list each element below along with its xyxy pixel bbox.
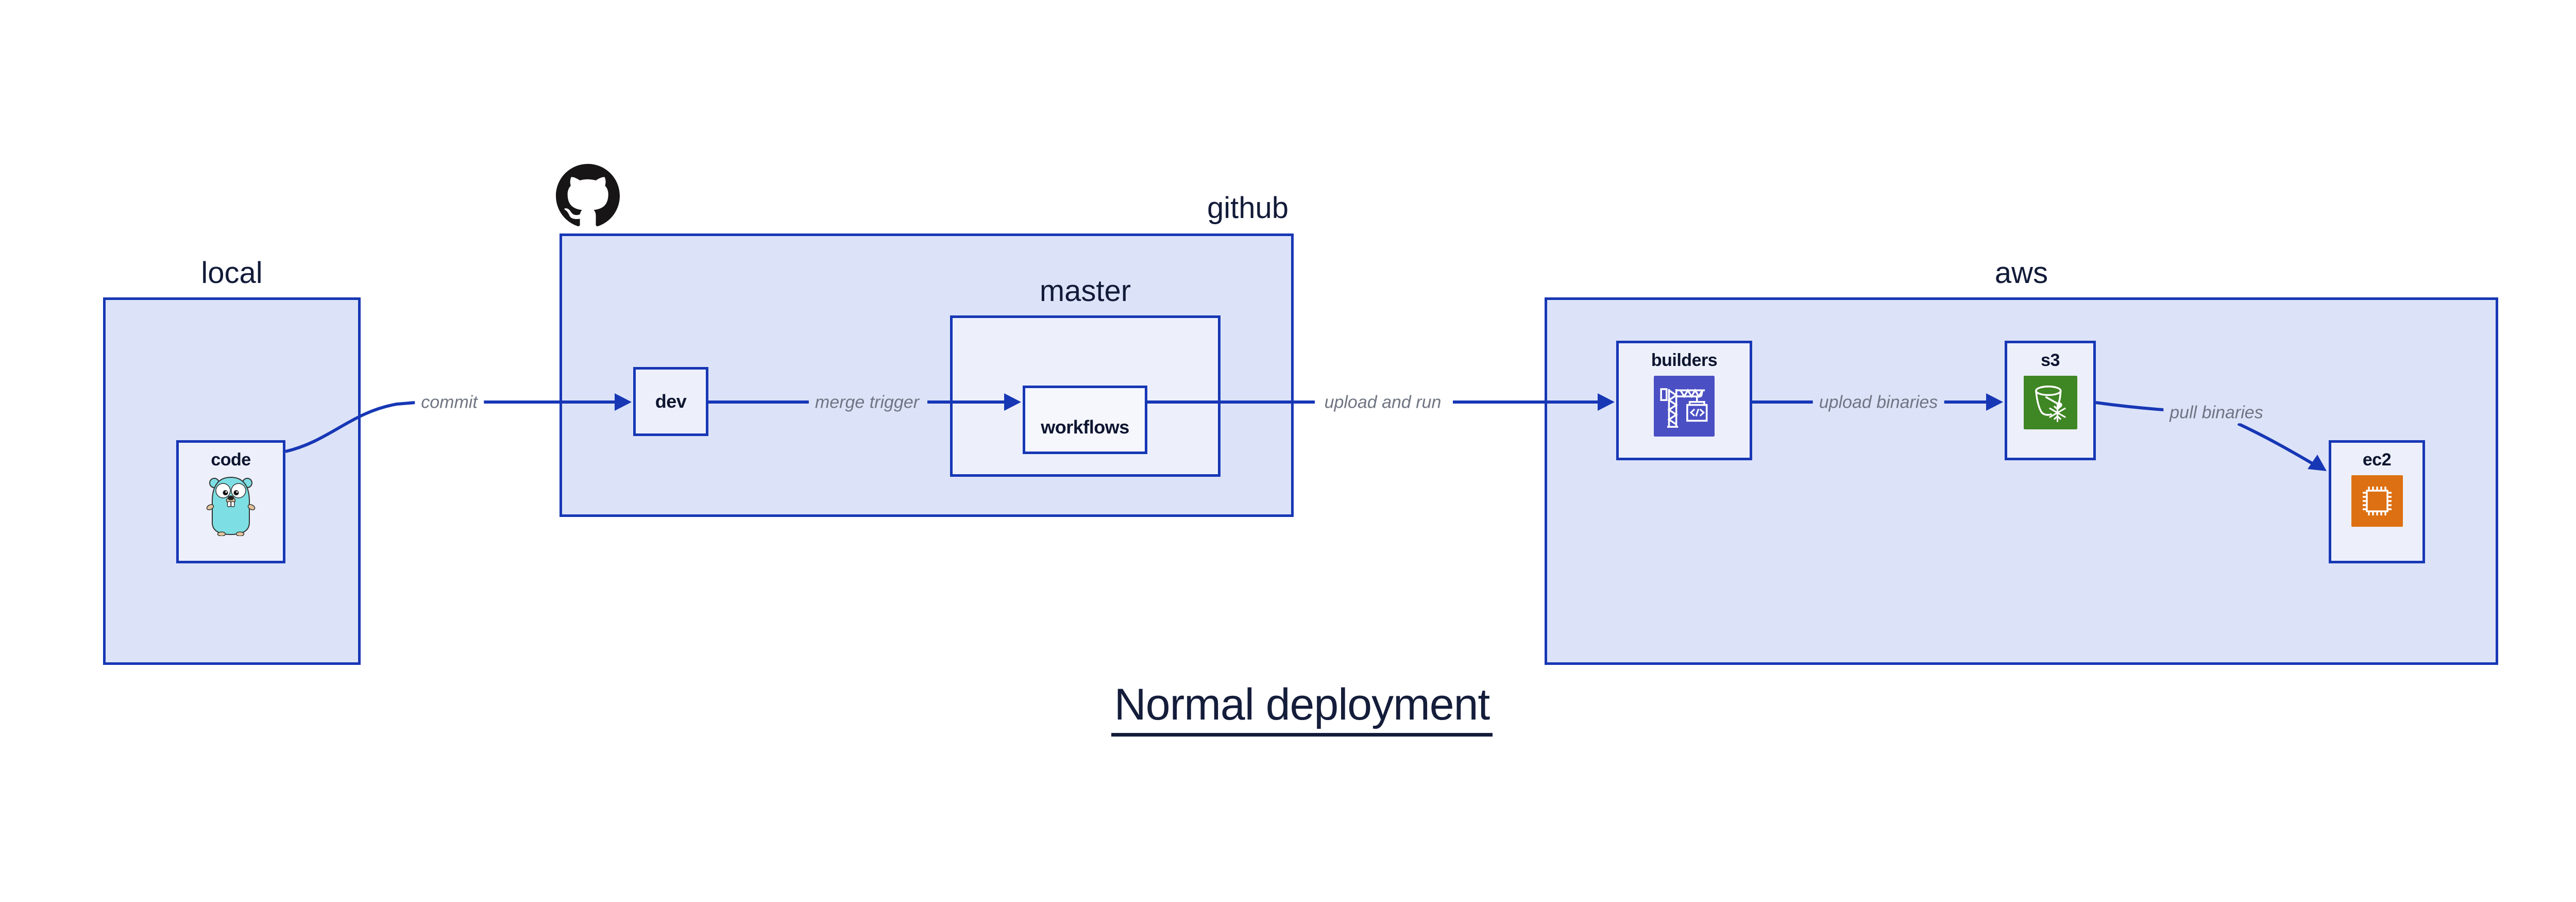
s3-glacier-bucket-icon [2023,376,2077,432]
codebuild-crane-icon [1654,376,1715,439]
go-gopher-icon [206,475,256,539]
node-code: code [176,440,285,563]
ec2-chip-icon [2351,475,2403,529]
node-s3: s3 [2005,341,2096,460]
edge-label-upload-binaries: upload binaries [1812,392,1944,413]
node-label-workflows: workflows [1041,416,1129,438]
node-dev: dev [633,367,708,436]
node-label-code: code [211,450,251,470]
node-label-builders: builders [1651,350,1718,370]
node-label-s3: s3 [2041,350,2060,370]
edge-label-merge-trigger: merge trigger [808,392,926,413]
node-builders: builders [1616,341,1752,460]
edge-label-pull-binaries: pull binaries [2163,402,2269,424]
edge-label-commit: commit [415,392,484,413]
group-label-aws: aws [1994,256,2048,290]
node-label-dev: dev [655,391,687,412]
node-ec2: ec2 [2329,440,2425,563]
group-label-local: local [201,256,263,290]
group-label-github: github [1207,191,1289,225]
edge-label-upload-and-run: upload and run [1318,392,1448,413]
node-label-ec2: ec2 [2362,450,2392,470]
title-row: Normal deployment [0,681,2576,737]
node-workflows: workflows [1023,386,1147,454]
github-octocat-icon [556,164,620,228]
group-label-master: master [1039,274,1131,308]
diagram-title: Normal deployment [1111,681,1493,737]
